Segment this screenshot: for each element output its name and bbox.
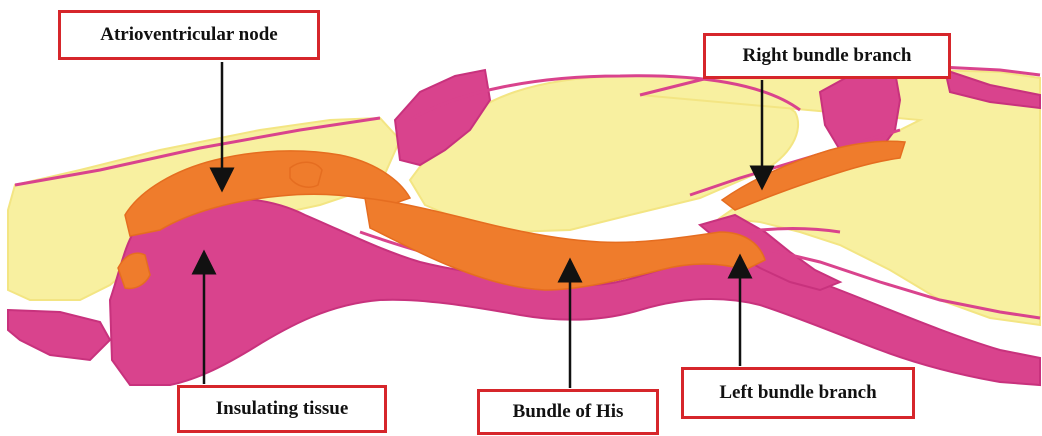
label-insulating-tissue: Insulating tissue xyxy=(177,385,387,433)
label-text-bundle-of-his: Bundle of His xyxy=(513,401,624,423)
label-text-left-bundle-branch: Left bundle branch xyxy=(719,382,876,404)
label-text-right-bundle-branch: Right bundle branch xyxy=(743,45,912,67)
label-left-bundle-branch: Left bundle branch xyxy=(681,367,915,419)
label-text-atrioventricular-node: Atrioventricular node xyxy=(100,24,278,46)
label-text-insulating-tissue: Insulating tissue xyxy=(216,398,349,420)
label-right-bundle-branch: Right bundle branch xyxy=(703,33,951,79)
label-bundle-of-his: Bundle of His xyxy=(477,389,659,435)
label-atrioventricular-node: Atrioventricular node xyxy=(58,10,320,60)
